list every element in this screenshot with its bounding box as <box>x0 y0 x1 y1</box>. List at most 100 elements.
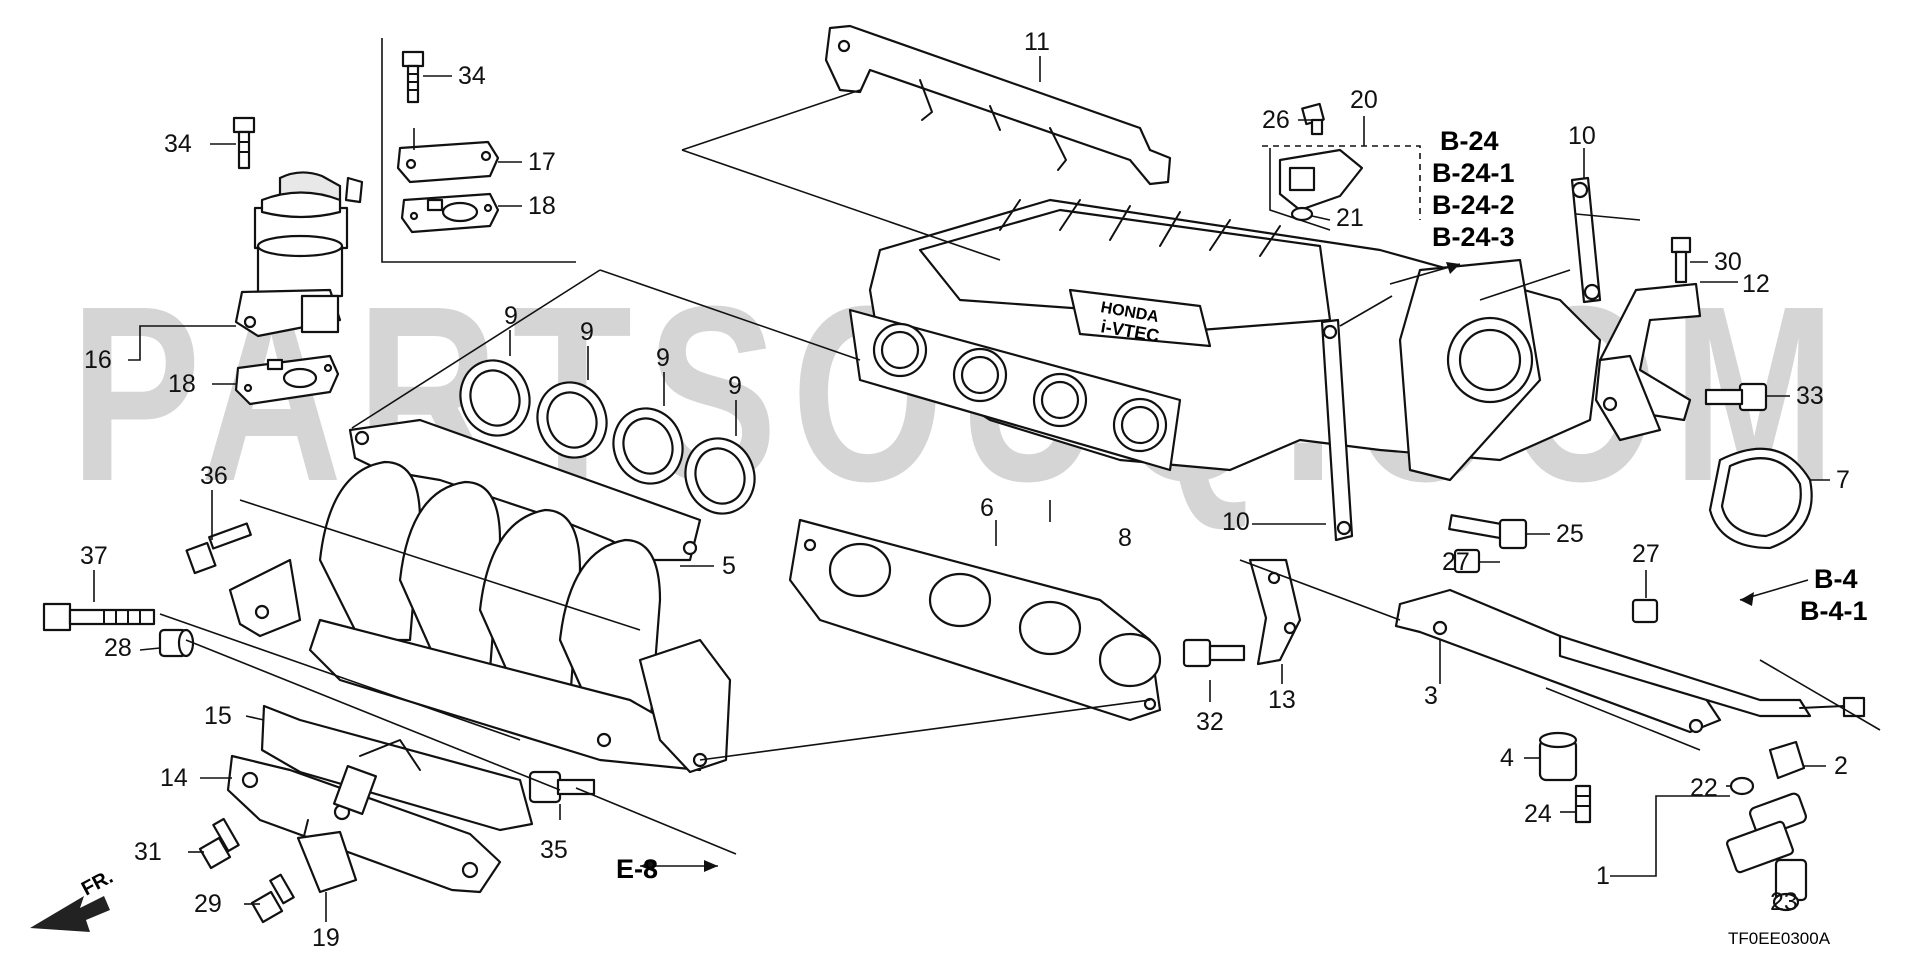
leader-lines <box>93 56 1881 922</box>
callout-13: 13 <box>1268 686 1296 714</box>
intake-manifold-upper-8[interactable]: HONDA i-VTEC <box>848 198 1602 482</box>
bracket-13[interactable] <box>1248 558 1302 666</box>
intake-manifold-lower-5[interactable] <box>228 418 732 774</box>
bolt-31[interactable] <box>198 817 240 870</box>
heat-shield-15[interactable] <box>260 704 534 832</box>
bolt-32[interactable] <box>1182 638 1246 668</box>
callout-9a: 9 <box>504 302 518 330</box>
cover-plate-17[interactable] <box>396 140 500 184</box>
stay-bracket-14[interactable] <box>226 754 502 894</box>
callout-15: 15 <box>204 702 232 730</box>
callout-26: 26 <box>1262 106 1290 134</box>
gasket-ring-9a[interactable] <box>450 351 540 446</box>
manifold-gasket-6[interactable] <box>788 518 1162 722</box>
bolt-36[interactable] <box>185 522 252 575</box>
stud-24[interactable] <box>1574 784 1592 824</box>
ref-b-24-3[interactable]: B-24-3 <box>1432 222 1515 252</box>
harness-bracket-11[interactable] <box>824 24 1172 186</box>
callout-21: 21 <box>1336 204 1364 232</box>
bolt-26[interactable] <box>1301 102 1325 136</box>
ref-b-24[interactable]: B-24 <box>1440 126 1499 156</box>
callout-12: 12 <box>1742 270 1770 298</box>
map-sensor-20[interactable] <box>1278 148 1364 212</box>
callout-9d: 9 <box>728 372 742 400</box>
callout-10a: 10 <box>1568 122 1596 150</box>
sensor-group-line <box>1269 148 1331 231</box>
callout-18b: 18 <box>168 370 196 398</box>
bracket-12[interactable] <box>1594 282 1702 442</box>
callout-6: 6 <box>980 494 994 522</box>
stay-10-lower[interactable] <box>1320 318 1354 542</box>
callout-35: 35 <box>540 836 568 864</box>
callout-9c: 9 <box>656 344 670 372</box>
ref-b-4[interactable]: B-4 <box>1814 564 1858 594</box>
reference-labels: B-24 B-24-1 B-24-2 B-24-3 B-4 B-4-1 E-8 <box>616 126 1868 884</box>
callout-29: 29 <box>194 890 222 918</box>
callout-27b: 27 <box>1632 540 1660 568</box>
callout-24: 24 <box>1524 800 1552 828</box>
bolt-35[interactable] <box>528 770 596 804</box>
callout-14: 14 <box>160 764 188 792</box>
gasket-18-lower[interactable] <box>234 354 340 406</box>
callout-1: 1 <box>1596 862 1610 890</box>
callout-33: 33 <box>1796 382 1824 410</box>
nut-27-right[interactable] <box>1631 598 1659 624</box>
callout-27a: 27 <box>1442 548 1470 576</box>
callout-11: 11 <box>1024 28 1050 56</box>
drawing-code: TF0EE0300A <box>1728 929 1831 948</box>
callout-9b: 9 <box>580 318 594 346</box>
bolt-34-upper[interactable] <box>401 50 425 104</box>
bolt-25[interactable] <box>1448 514 1528 550</box>
callout-31: 31 <box>134 838 162 866</box>
o-ring-23[interactable] <box>1772 892 1800 912</box>
sensor-group-dashed <box>1262 145 1421 220</box>
injector-1[interactable] <box>1726 792 1808 902</box>
callout-16: 16 <box>84 346 112 374</box>
callout-8: 8 <box>1118 524 1132 552</box>
ref-b-24-2[interactable]: B-24-2 <box>1432 190 1515 220</box>
gasket-7[interactable] <box>1708 447 1813 550</box>
bolt-33[interactable] <box>1704 382 1768 412</box>
ref-b-4-1[interactable]: B-4-1 <box>1800 596 1868 626</box>
callout-32: 32 <box>1196 708 1224 736</box>
egr-valve-16[interactable] <box>234 171 364 338</box>
nut-28[interactable] <box>158 628 195 658</box>
front-indicator-label: FR. <box>78 866 117 901</box>
callout-4: 4 <box>1500 744 1514 772</box>
callout-22: 22 <box>1690 774 1718 802</box>
bolt-34-lower[interactable] <box>232 116 256 170</box>
callout-7: 7 <box>1836 466 1850 494</box>
cushion-4[interactable] <box>1538 731 1578 782</box>
callout-25: 25 <box>1556 520 1584 548</box>
bolt-30[interactable] <box>1670 236 1692 284</box>
gasket-ring-9c[interactable] <box>603 399 693 494</box>
front-direction-arrow-icon <box>30 896 110 932</box>
bolt-37[interactable] <box>42 602 156 632</box>
stay-10-upper[interactable] <box>1570 176 1602 304</box>
gasket-18-upper[interactable] <box>400 192 500 234</box>
callout-23: 23 <box>1770 888 1798 916</box>
callout-5: 5 <box>722 552 736 580</box>
ref-b-24-1[interactable]: B-24-1 <box>1432 158 1515 188</box>
gasket-ring-9b[interactable] <box>527 373 617 468</box>
ref-e-8[interactable]: E-8 <box>616 854 658 884</box>
bracket-19[interactable] <box>296 819 358 894</box>
o-ring-22[interactable] <box>1729 776 1755 796</box>
nut-27-left[interactable] <box>1453 548 1481 574</box>
callout-19: 19 <box>312 924 340 952</box>
callout-36: 36 <box>200 462 228 490</box>
gasket-ring-9d[interactable] <box>675 429 765 524</box>
connector-2[interactable] <box>1768 740 1806 780</box>
reference-arrows <box>640 262 1809 872</box>
callout-34a: 34 <box>458 62 486 90</box>
fuel-rail-3[interactable] <box>1394 588 1866 734</box>
callouts: 1 2 3 4 5 6 7 8 9 9 9 9 10 10 11 12 13 1… <box>80 28 1850 952</box>
bolt-29[interactable] <box>250 873 295 924</box>
callout-10b: 10 <box>1222 508 1250 536</box>
callout-30: 30 <box>1714 248 1742 276</box>
callout-37: 37 <box>80 542 108 570</box>
callout-20: 20 <box>1350 86 1378 114</box>
callout-3: 3 <box>1424 682 1438 710</box>
egr-subassembly-bracket <box>381 38 576 263</box>
